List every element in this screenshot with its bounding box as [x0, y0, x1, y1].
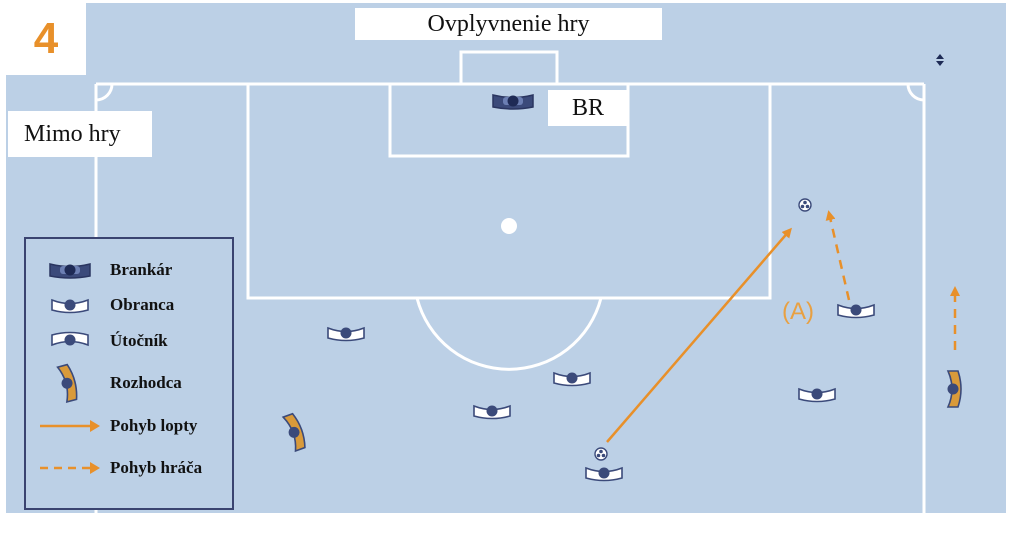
diagram-number: 4 [6, 3, 86, 75]
attacker-icon [473, 404, 511, 420]
legend: Brankár Obranca Útočník Rozhodca Pohyb l… [24, 237, 234, 510]
diagram-title: Ovplyvnenie hry [355, 8, 662, 40]
corner-arc-left [95, 83, 114, 102]
attacker-icon [51, 331, 89, 347]
annotation-a: (A) [782, 298, 814, 325]
goalkeeper-icon [49, 263, 91, 279]
ball-arrow-icon [40, 420, 100, 432]
defender-icon [327, 326, 365, 342]
referee-icon [281, 411, 309, 452]
penalty-arc [415, 297, 603, 371]
penalty-area [246, 82, 772, 300]
defender-icon [798, 387, 836, 403]
goal [459, 50, 559, 86]
corner-flag-icon [936, 54, 944, 66]
legend-ball-move-label: Pohyb lopty [110, 416, 198, 435]
legend-attacker-label: Útočník [110, 331, 168, 350]
legend-symbols [40, 263, 100, 474]
goalkeeper-icon [492, 94, 534, 110]
referee-icon [56, 363, 78, 404]
legend-defender-label: Obranca [110, 295, 175, 314]
goalkeeper-tag: BR [548, 90, 628, 126]
referee-icon [946, 370, 962, 408]
offside-label: Mimo hry [8, 111, 152, 157]
legend-player-move-label: Pohyb hráča [110, 458, 203, 477]
attacker-icon [585, 466, 623, 482]
penalty-spot [501, 218, 517, 234]
goal-area [388, 82, 630, 158]
legend-referee-label: Rozhodca [110, 373, 182, 392]
defender-icon [51, 298, 89, 314]
ball-icon [594, 447, 608, 461]
ball-icon [798, 198, 812, 212]
attacker-icon [837, 303, 875, 319]
player-arrow-icon [40, 462, 100, 474]
player-a-movement-arrow [825, 210, 851, 301]
corner-arc-right [906, 83, 925, 102]
legend-goalkeeper-label: Brankár [110, 260, 173, 279]
ball-movement-arrow [606, 227, 792, 443]
defender-icon [553, 371, 591, 387]
